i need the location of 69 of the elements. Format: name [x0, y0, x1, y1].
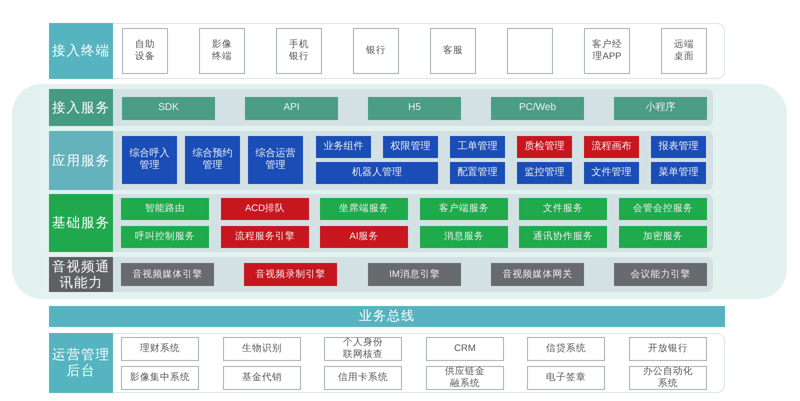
module-box: 综合预约管理 [185, 136, 240, 184]
service-box: AI服务 [320, 226, 408, 248]
system-box: 办公自动化系统 [629, 366, 707, 390]
module-box: 流程画布 [584, 136, 639, 158]
module-box: 监控管理 [517, 162, 572, 184]
layer-band [49, 89, 713, 126]
channel-box: H5 [368, 97, 461, 120]
terminal-box: 手机银行 [276, 28, 322, 74]
channel-box: PC/Web [491, 97, 584, 120]
layer-title: 接入服务 [49, 89, 113, 126]
terminal-box: 客服 [430, 28, 476, 74]
terminal-box: 自助设备 [122, 28, 168, 74]
channel-box: SDK [122, 97, 215, 120]
service-box: 呼叫控制服务 [121, 226, 209, 248]
layer-title: 音视频通讯能力 [49, 257, 113, 292]
system-box: 信贷系统 [527, 337, 605, 361]
terminal-box [507, 28, 553, 74]
system-box: 个人身份联网核查 [324, 337, 402, 361]
module-box: 配置管理 [450, 162, 505, 184]
service-box: ACD排队 [221, 198, 309, 220]
system-box: CRM [426, 337, 504, 361]
layer-title: 基础服务 [49, 194, 113, 252]
module-box: 质检管理 [517, 136, 572, 158]
layer-title: 运营管理后台 [49, 333, 113, 393]
service-box: 客户端服务 [420, 198, 508, 220]
system-box: 影像集中系统 [121, 366, 199, 390]
engine-box: 音视频媒体引擎 [121, 263, 214, 286]
system-box: 电子签章 [527, 366, 605, 390]
service-box: 通讯协作服务 [519, 226, 607, 248]
system-box: 信用卡系统 [324, 366, 402, 390]
module-box: 报表管理 [651, 136, 706, 158]
system-box: 生物识别 [223, 337, 301, 361]
module-box: 机器人管理 [316, 162, 438, 184]
layer-band [49, 131, 713, 190]
system-box: 开放银行 [629, 337, 707, 361]
engine-box: IM消息引擎 [368, 263, 461, 286]
bus-bar: 业务总线 [49, 306, 725, 327]
layer-panel [49, 333, 725, 393]
service-box: 加密服务 [619, 226, 707, 248]
module-box: 文件管理 [584, 162, 639, 184]
terminal-box: 远端桌面 [661, 28, 707, 74]
service-box: 坐席端服务 [320, 198, 408, 220]
channel-box: 小程序 [614, 97, 707, 120]
system-box: 基金代销 [223, 366, 301, 390]
terminal-box: 影像终端 [199, 28, 245, 74]
system-box: 理财系统 [121, 337, 199, 361]
module-box: 业务组件 [316, 136, 371, 158]
module-box: 权限管理 [383, 136, 438, 158]
layer-band [49, 194, 713, 252]
service-box: 智能路由 [121, 198, 209, 220]
layer-panel [49, 23, 725, 79]
service-box: 消息服务 [420, 226, 508, 248]
layer-title: 接入终端 [49, 23, 113, 79]
module-box: 工单管理 [450, 136, 505, 158]
layer-title: 应用服务 [49, 131, 113, 190]
service-box: 流程服务引擎 [221, 226, 309, 248]
engine-box: 音视频录制引擎 [244, 263, 337, 286]
channel-box: API [245, 97, 338, 120]
module-box: 综合运营管理 [248, 136, 303, 184]
module-box: 综合呼入管理 [122, 136, 177, 184]
service-box: 会管会控服务 [619, 198, 707, 220]
service-box: 文件服务 [519, 198, 607, 220]
module-box: 菜单管理 [651, 162, 706, 184]
system-box: 供应链金融系统 [426, 366, 504, 390]
terminal-box: 银行 [353, 28, 399, 74]
engine-box: 会议能力引擎 [614, 263, 707, 286]
layer-band [49, 257, 713, 292]
engine-box: 音视频媒体网关 [491, 263, 584, 286]
terminal-box: 客户经理APP [584, 28, 630, 74]
